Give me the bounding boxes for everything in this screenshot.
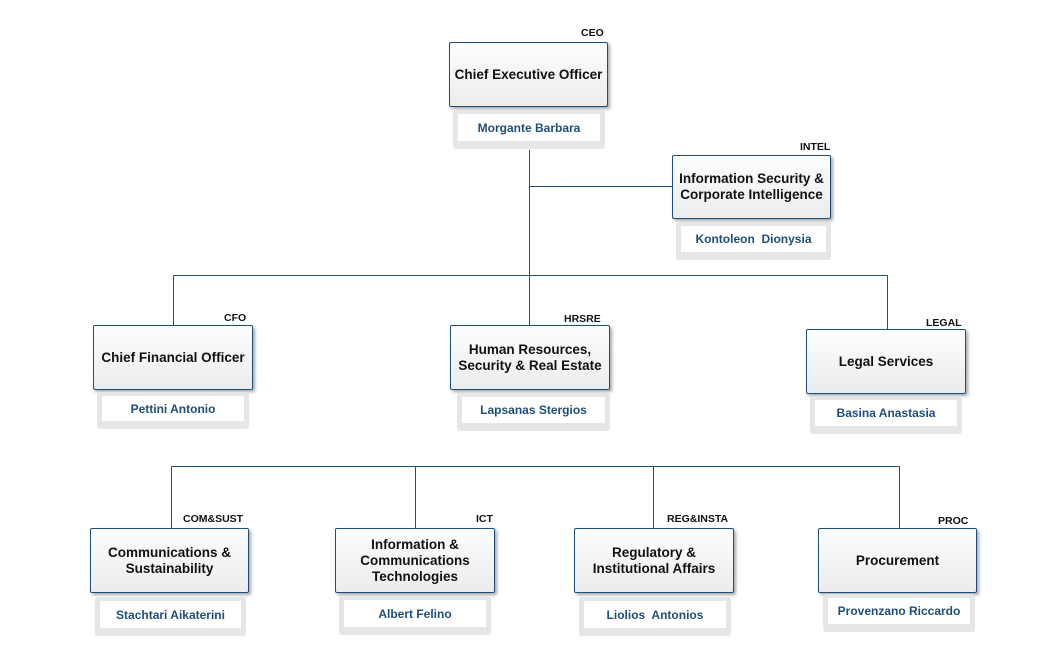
ict-code: ICT [476, 513, 493, 525]
ceo-name-plate: Morgante Barbara [453, 110, 605, 149]
cfo-name-plate: Pettini Antonio [97, 392, 249, 429]
ceo-code: CEO [581, 27, 604, 39]
intel-box[interactable]: Information Security & Corporate Intelli… [672, 155, 831, 219]
comsust-name-plate: Stachtari Aikaterini [95, 597, 246, 636]
ceo-box[interactable]: Chief Executive Officer [449, 42, 608, 107]
proc-box[interactable]: Procurement [818, 528, 977, 593]
reginsta-name-plate: Liolios Antonios [579, 597, 731, 636]
cfo-code: CFO [224, 312, 247, 324]
comsust-box[interactable]: Communications & Sustainability [90, 528, 249, 593]
ict-person-name: Albert Felino [344, 600, 486, 627]
proc-code: PROC [938, 515, 969, 527]
legal-name-plate: Basina Anastasia [810, 396, 962, 434]
cfo-box[interactable]: Chief Financial Officer [93, 325, 253, 390]
comsust-code: COM&SUST [183, 513, 244, 525]
ceo-person-name: Morgante Barbara [458, 114, 600, 141]
hrsre-code: HRSRE [564, 313, 601, 325]
intel-name-plate: Kontoleon Dionysia [676, 222, 831, 260]
intel-code: INTEL [800, 141, 831, 153]
hrsre-person-name: Lapsanas Stergios [462, 397, 605, 423]
hrsre-name-plate: Lapsanas Stergios [457, 393, 610, 431]
cfo-person-name: Pettini Antonio [102, 396, 244, 421]
proc-name-plate: Provenzano Riccardo [823, 594, 975, 632]
reginsta-box[interactable]: Regulatory & Institutional Affairs [574, 528, 734, 593]
legal-person-name: Basina Anastasia [815, 400, 957, 426]
reginsta-person-name: Liolios Antonios [584, 601, 726, 628]
comsust-person-name: Stachtari Aikaterini [100, 601, 241, 628]
reginsta-code: REG&INSTA [667, 513, 729, 525]
legal-box[interactable]: Legal Services [806, 329, 966, 394]
legal-code: LEGAL [926, 317, 962, 329]
intel-person-name: Kontoleon Dionysia [681, 226, 826, 252]
proc-person-name: Provenzano Riccardo [828, 598, 970, 624]
ict-name-plate: Albert Felino [339, 596, 491, 635]
hrsre-box[interactable]: Human Resources, Security & Real Estate [450, 325, 610, 390]
ict-box[interactable]: Information & Communications Technologie… [335, 528, 495, 593]
